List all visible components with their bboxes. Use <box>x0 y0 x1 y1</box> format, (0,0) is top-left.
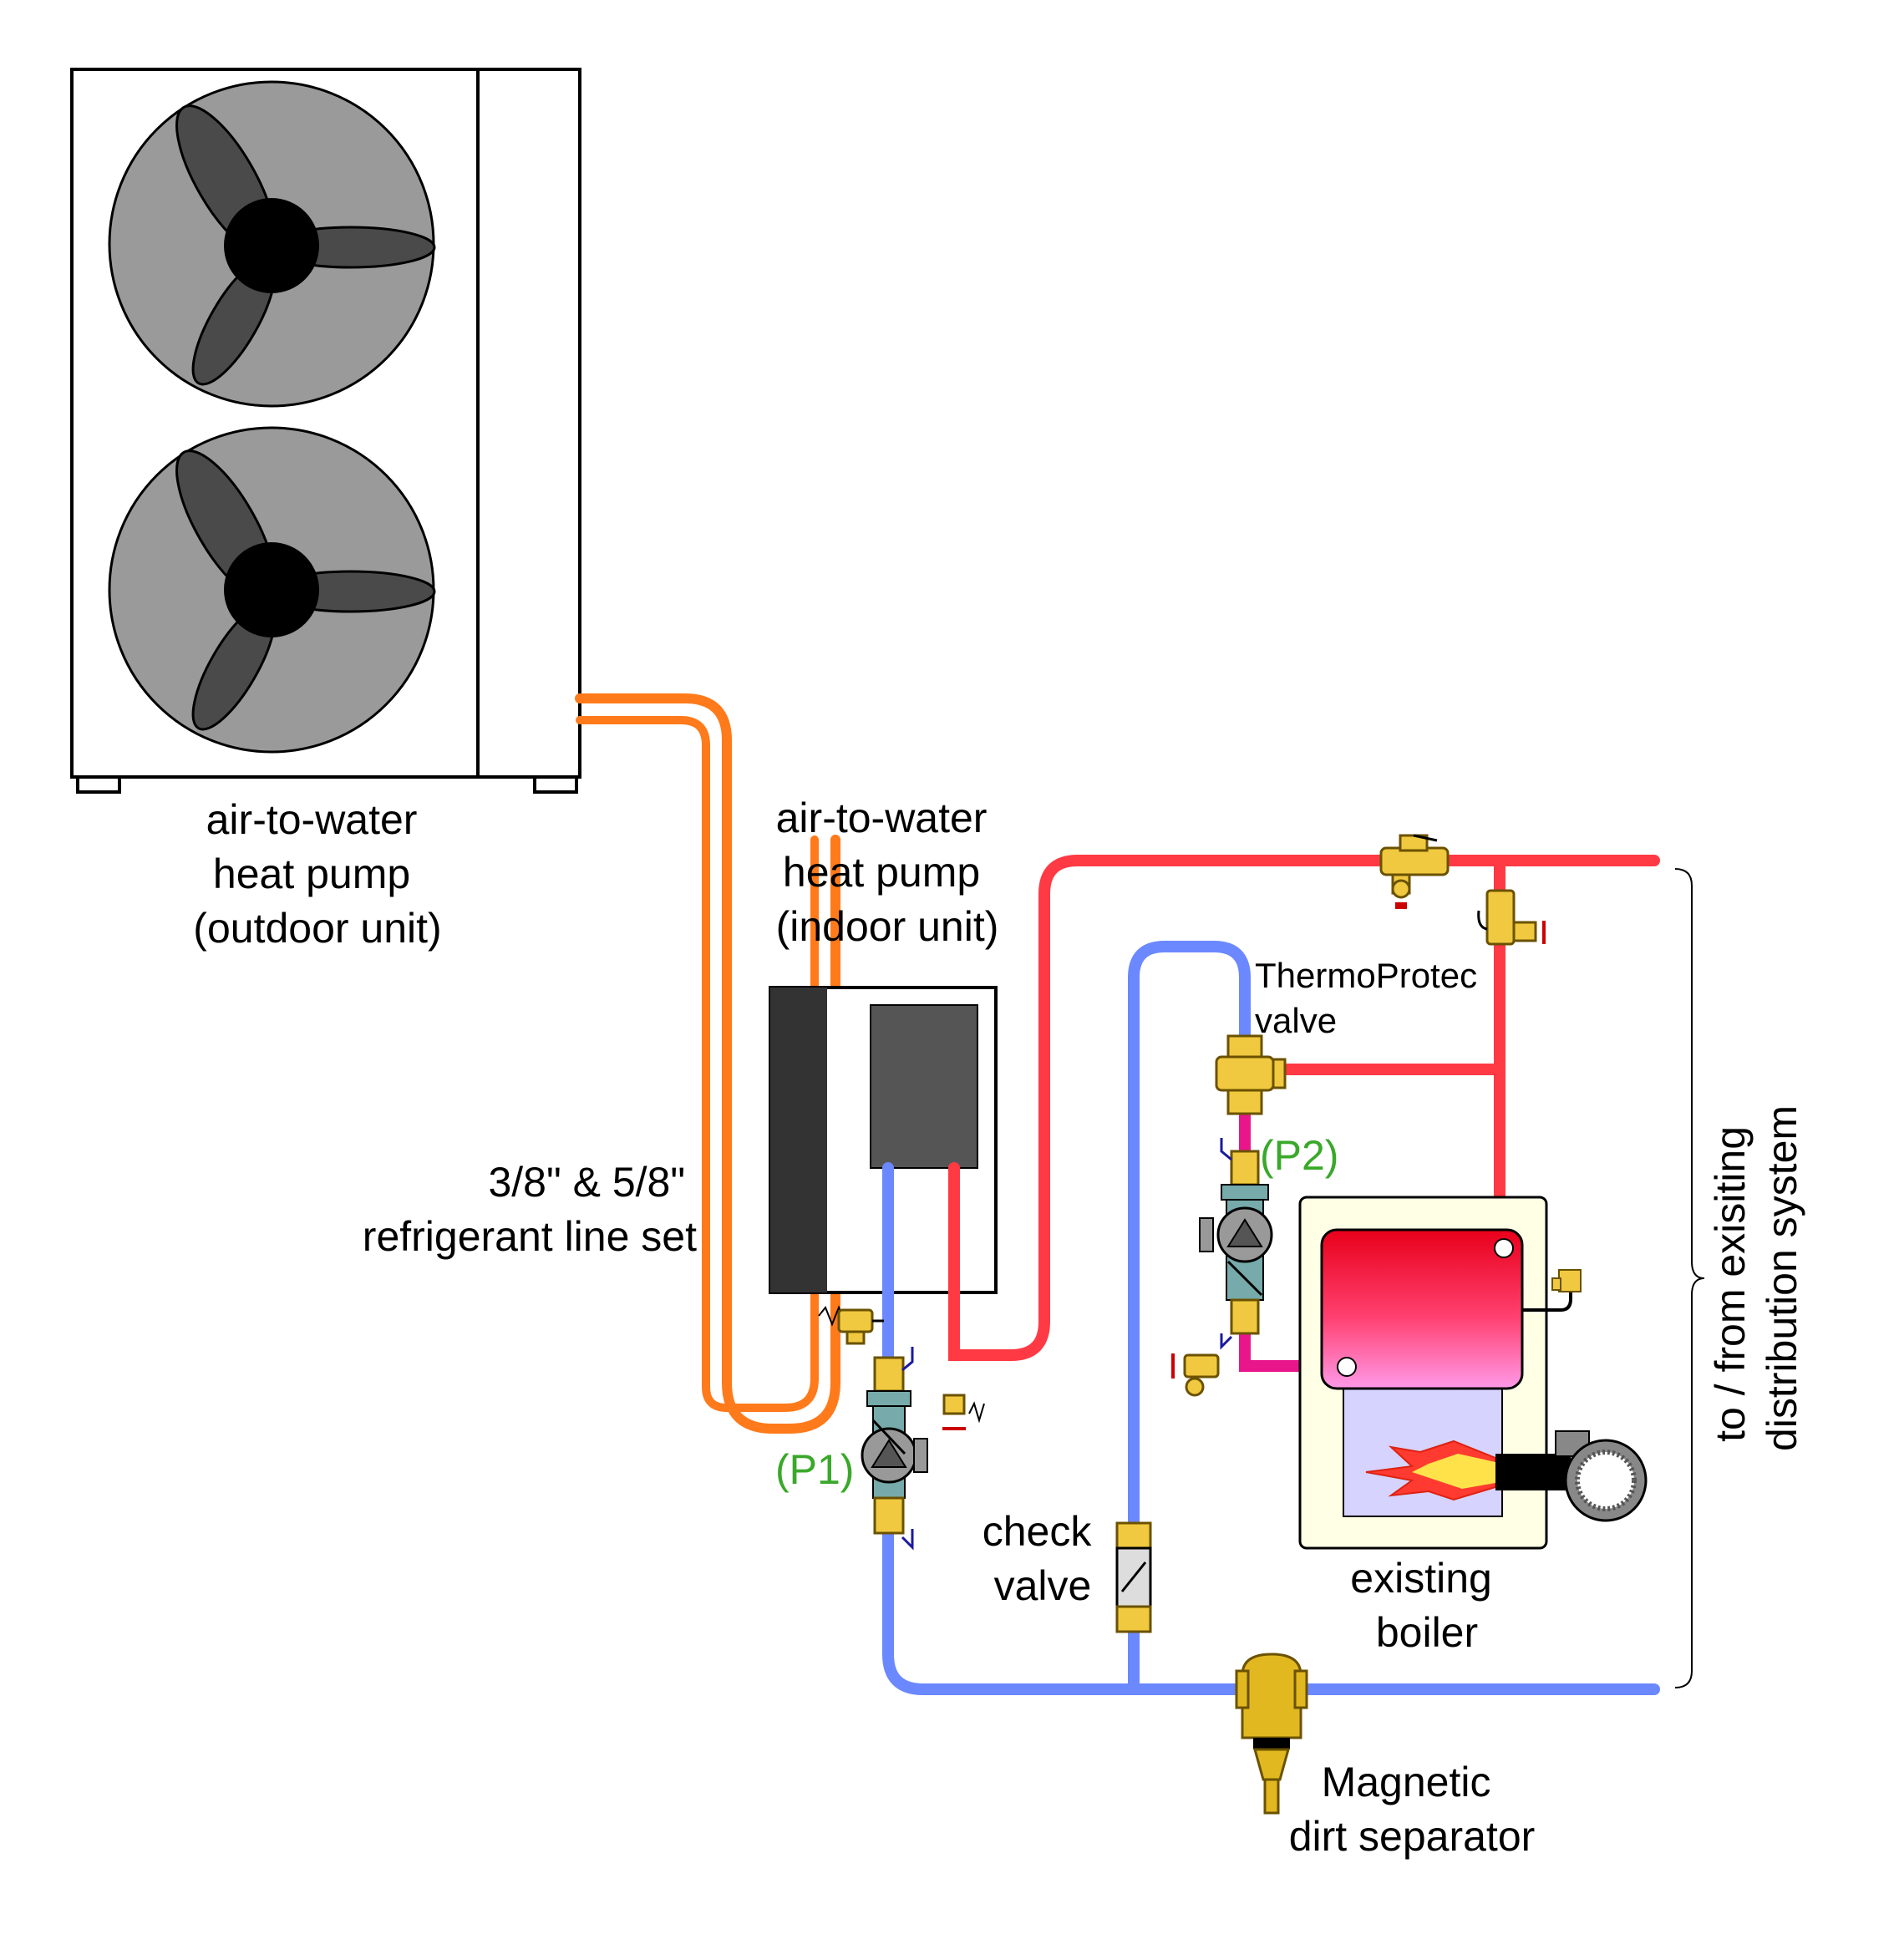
refrigerant-line-set <box>575 693 840 1434</box>
existing-boiler <box>1298 1196 1648 1550</box>
boiler-drain-valve-icon <box>1171 1353 1220 1397</box>
indoor-unit-label: air-to-water heat pump (indoor unit) <box>776 795 999 950</box>
line-set-label: 3/8" & 5/8" refrigerant line set <box>363 1159 697 1260</box>
pump-p2-label: (P2) <box>1260 1132 1338 1179</box>
outdoor-unit <box>70 68 581 794</box>
pump-p1-icon <box>861 1347 928 1551</box>
fan-top-icon <box>108 80 436 408</box>
boiler-relief-valve-icon <box>1522 1269 1582 1312</box>
indoor-relief-valve-icon <box>818 1305 884 1345</box>
pump-p1-label: (P1) <box>775 1446 854 1493</box>
distribution-label: to / from exisiting distribution system <box>1707 1105 1805 1451</box>
pump-p2-icon <box>1199 1138 1273 1350</box>
dirt-separator-label: Magnetic dirt separator <box>1289 1759 1536 1860</box>
fan-bottom-icon <box>108 426 436 754</box>
return-piping <box>882 941 1660 1695</box>
burner-icon <box>1495 1430 1648 1522</box>
indoor-drain-valve-icon <box>942 1394 985 1430</box>
check-valve-label: check valve <box>983 1508 1104 1609</box>
magnetic-dirt-separator-icon <box>1235 1653 1308 1815</box>
thermoprotec-valve-icon <box>1215 1034 1287 1115</box>
check-valve-icon <box>1115 1521 1152 1633</box>
distribution-brace <box>1674 868 1705 1688</box>
boiler-label: existing boiler <box>1350 1555 1503 1656</box>
purge-valve-icon <box>1477 889 1546 946</box>
burner-flame-icon <box>1365 1440 1496 1501</box>
thermoprotec-label: ThermoProtec valve <box>1255 956 1487 1040</box>
supply-ball-valve-icon <box>1379 834 1450 909</box>
outdoor-unit-label: air-to-water heat pump (outdoor unit) <box>193 796 441 952</box>
